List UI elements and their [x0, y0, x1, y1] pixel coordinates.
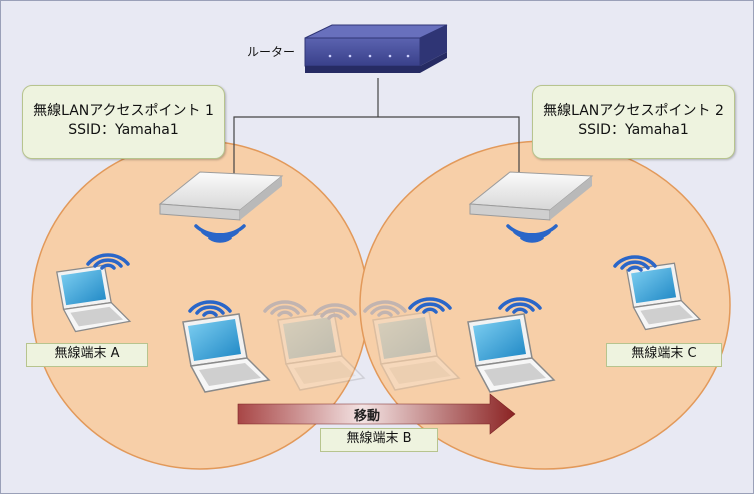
terminal-a-label: 無線端末 A [26, 343, 148, 367]
terminal-c-label: 無線端末 C [606, 343, 722, 367]
terminal-b-label: 無線端末 B [320, 428, 438, 452]
access-point-1-name: 無線LANアクセスポイント 1 [33, 103, 214, 119]
access-point-2-ssid: SSID：Yamaha1 [578, 122, 689, 138]
access-point-2-label: 無線LANアクセスポイント 2 SSID：Yamaha1 [532, 85, 735, 159]
access-point-1-label: 無線LANアクセスポイント 1 SSID：Yamaha1 [22, 85, 225, 159]
access-point-2-icon [468, 171, 594, 221]
access-point-1-icon [158, 171, 284, 221]
movement-label: 移動 [354, 409, 381, 424]
movement-arrow [237, 393, 516, 435]
network-cable [233, 78, 520, 190]
router-icon [304, 24, 448, 73]
access-point-1-ssid: SSID：Yamaha1 [68, 122, 179, 138]
access-point-2-name: 無線LANアクセスポイント 2 [543, 103, 724, 119]
router-label: ルーター [247, 45, 296, 59]
